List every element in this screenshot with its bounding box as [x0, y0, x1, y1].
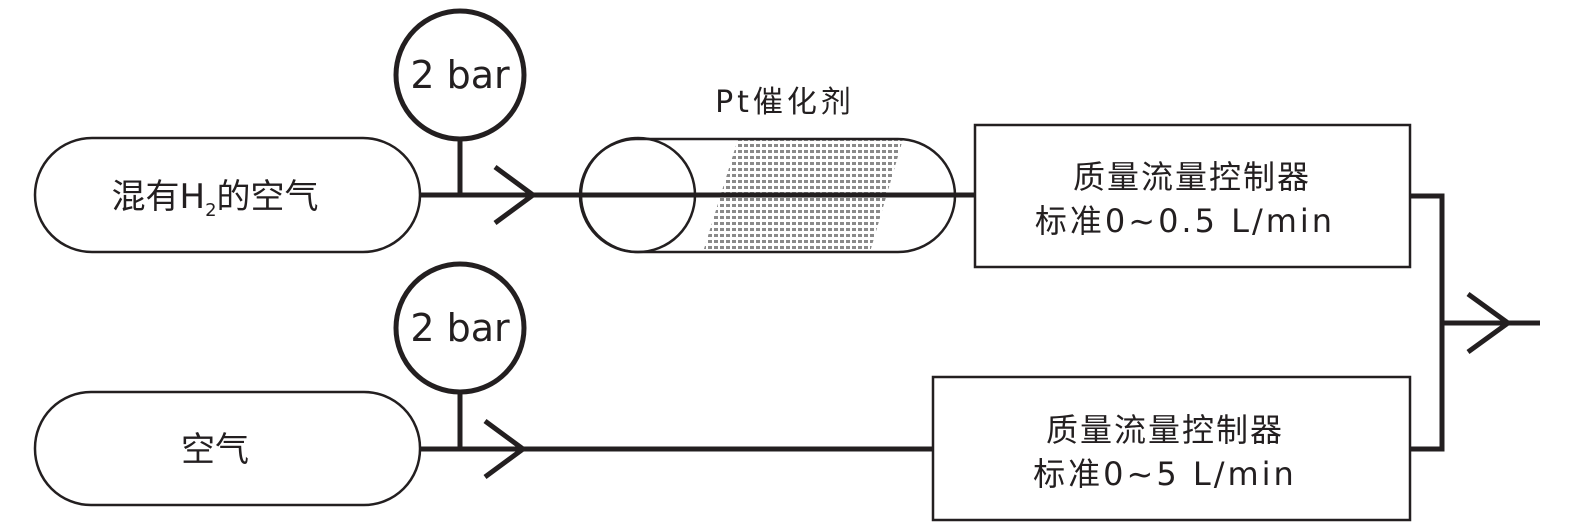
flow-arrow-icon [493, 164, 538, 226]
catalyst-label: Pt催化剂 [715, 85, 855, 120]
air-source-label: 空气 [181, 430, 249, 470]
h2-air-source-label: 混有H2的空气 [111, 177, 318, 221]
outlet-junction [1410, 193, 1540, 452]
pressure-gauge-top-label: 2 bar [410, 53, 510, 97]
pressure-gauge-top [393, 8, 527, 142]
mfc-top-line1: 质量流量控制器 [1073, 158, 1311, 196]
outlet-arrow-icon [1466, 291, 1513, 355]
mass-flow-controller-top [973, 123, 1412, 269]
mfc-bottom-line2: 标准0~5 L/min [1033, 455, 1297, 493]
top-gas-line: 混有H2的空气 2 bar Pt催化剂 质量流量控制器 标准0~0.5 L/mi… [33, 8, 1412, 269]
flow-arrow-icon [483, 418, 528, 480]
mfc-top-line2: 标准0~0.5 L/min [1035, 202, 1335, 240]
mfc-bottom-line1: 质量流量控制器 [1046, 411, 1284, 449]
pressure-gauge-bottom [393, 261, 527, 395]
pressure-gauge-bottom-label: 2 bar [410, 306, 510, 350]
bottom-gas-line: 空气 2 bar 质量流量控制器 标准0~5 L/min [33, 261, 1412, 522]
catalyst-tube [578, 136, 975, 254]
